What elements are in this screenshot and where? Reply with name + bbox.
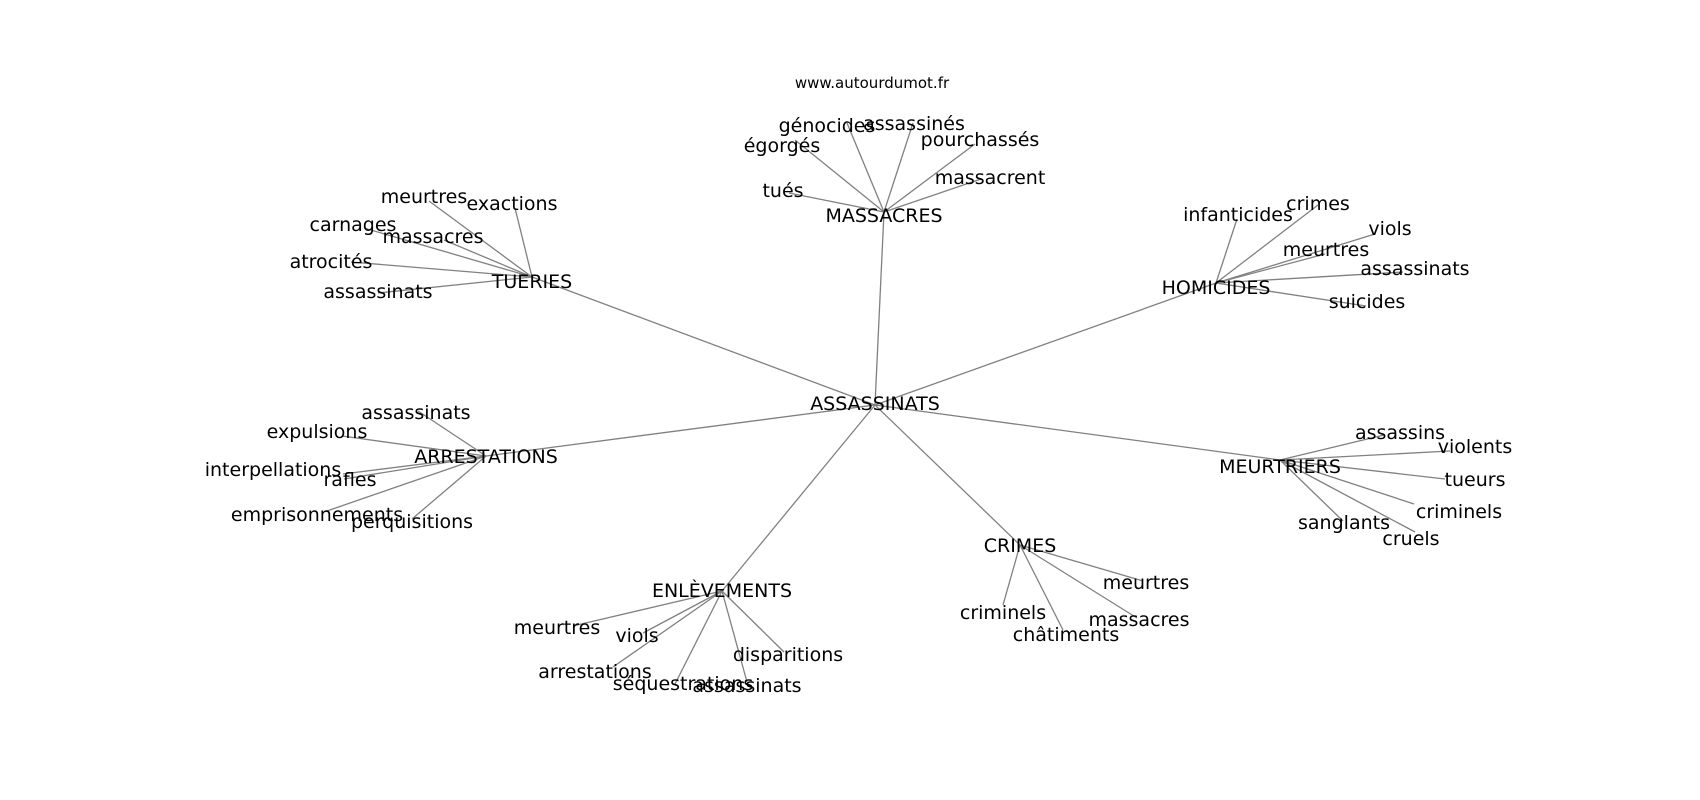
- hub-node[interactable]: ARRESTATIONS: [414, 446, 558, 468]
- leaf-node[interactable]: atrocités: [290, 251, 373, 273]
- edge-hub-leaf: [1215, 282, 1367, 307]
- edge-hub-leaf: [1279, 434, 1385, 461]
- center-node[interactable]: ASSASSINATS: [810, 393, 940, 415]
- edge-hub-leaf: [1279, 459, 1344, 522]
- edge-hub-leaf: [343, 455, 487, 480]
- edge-hub-leaf: [674, 590, 723, 685]
- edge-hub-leaf: [572, 590, 723, 627]
- edge-hub-leaf: [1215, 253, 1326, 284]
- graph-edges: [323, 122, 1451, 685]
- leaf-node[interactable]: meurtres: [381, 186, 467, 208]
- edge-hub-leaf: [1215, 218, 1238, 284]
- hub-node[interactable]: MASSACRES: [825, 205, 942, 227]
- edge-hub-leaf: [883, 143, 976, 213]
- edge-center-hub: [531, 276, 876, 406]
- edge-hub-leaf: [721, 590, 785, 653]
- leaf-node[interactable]: meurtres: [514, 617, 600, 639]
- leaf-node[interactable]: assassinats: [323, 281, 432, 303]
- edge-hub-leaf: [350, 261, 533, 278]
- leaf-node[interactable]: crimes: [1286, 193, 1350, 215]
- hub-node[interactable]: HOMICIDES: [1162, 277, 1271, 299]
- edge-hub-leaf: [411, 455, 487, 520]
- site-watermark[interactable]: www.autourdumot.fr: [795, 74, 950, 92]
- edge-hub-leaf: [1279, 459, 1416, 533]
- edge-center-hub: [874, 282, 1217, 406]
- edge-center-hub: [874, 404, 1021, 546]
- edge-hub-leaf: [363, 227, 533, 278]
- edge-hub-leaf: [1215, 204, 1319, 284]
- leaf-node[interactable]: égorgés: [744, 135, 821, 157]
- leaf-node[interactable]: suicides: [1329, 291, 1406, 313]
- leaf-node[interactable]: perquisitions: [351, 511, 473, 533]
- leaf-node[interactable]: cruels: [1382, 528, 1439, 550]
- leaf-node[interactable]: séquestrations: [613, 673, 753, 695]
- edge-center-hub: [874, 211, 885, 406]
- hub-node[interactable]: CRIMES: [984, 535, 1057, 557]
- leaf-node[interactable]: arrestations: [538, 661, 652, 683]
- leaf-node[interactable]: criminels: [1416, 501, 1502, 523]
- leaf-node[interactable]: meurtres: [1103, 572, 1189, 594]
- leaf-node[interactable]: emprisonnements: [231, 504, 403, 526]
- edge-hub-leaf: [1002, 544, 1021, 606]
- leaf-node[interactable]: châtiments: [1013, 624, 1119, 646]
- leaf-node[interactable]: tueurs: [1445, 469, 1506, 491]
- edge-hub-leaf: [1215, 271, 1404, 284]
- edge-hub-leaf: [1019, 544, 1138, 619]
- edge-hub-leaf: [1019, 544, 1144, 582]
- leaf-node[interactable]: massacres: [382, 226, 483, 248]
- leaf-node[interactable]: sanglants: [1298, 512, 1390, 534]
- edge-hub-leaf: [428, 200, 533, 278]
- edge-hub-leaf: [1279, 450, 1451, 461]
- edge-hub-leaf: [341, 435, 487, 457]
- leaf-node[interactable]: tués: [762, 180, 803, 202]
- edge-hub-leaf: [443, 239, 533, 278]
- leaf-node[interactable]: interpellations: [205, 459, 342, 481]
- edge-hub-leaf: [1279, 459, 1415, 505]
- edge-hub-leaf: [514, 207, 533, 278]
- edge-hub-leaf: [788, 192, 885, 213]
- leaf-node[interactable]: expulsions: [267, 421, 368, 443]
- leaf-node[interactable]: exactions: [467, 193, 558, 215]
- leaf-node[interactable]: violents: [1438, 436, 1513, 458]
- leaf-node[interactable]: assassinats: [692, 675, 801, 697]
- leaf-node[interactable]: viols: [1368, 218, 1411, 240]
- edge-hub-leaf: [1279, 459, 1446, 480]
- edge-hub-leaf: [342, 455, 487, 475]
- edge-hub-leaf: [1215, 233, 1376, 284]
- edge-hub-leaf: [377, 276, 533, 294]
- edge-hub-leaf: [883, 122, 914, 213]
- leaf-node[interactable]: génocides: [779, 115, 876, 137]
- leaf-node[interactable]: assassinés: [863, 113, 965, 135]
- edge-hub-leaf: [721, 590, 748, 683]
- edge-hub-leaf: [1019, 544, 1064, 631]
- edge-center-hub: [874, 404, 1281, 461]
- leaf-node[interactable]: pourchassés: [921, 129, 1040, 151]
- leaf-node[interactable]: infanticides: [1183, 204, 1293, 226]
- leaf-node[interactable]: assassinats: [1360, 258, 1469, 280]
- edge-center-hub: [485, 404, 876, 457]
- leaf-node[interactable]: carnages: [310, 214, 397, 236]
- leaf-node[interactable]: massacrent: [935, 167, 1046, 189]
- edge-hub-leaf: [642, 590, 723, 634]
- hub-node[interactable]: TUERIES: [491, 271, 572, 293]
- leaf-node[interactable]: criminels: [960, 602, 1046, 624]
- leaf-node[interactable]: viols: [615, 625, 658, 647]
- hub-node[interactable]: MEURTRIERS: [1219, 456, 1341, 478]
- leaf-node[interactable]: meurtres: [1283, 239, 1369, 261]
- leaf-node[interactable]: disparitions: [733, 644, 843, 666]
- leaf-node[interactable]: assassinats: [361, 402, 470, 424]
- edge-hub-leaf: [323, 455, 487, 513]
- edge-hub-leaf: [846, 122, 885, 213]
- edge-hub-leaf: [794, 139, 885, 213]
- edge-center-hub: [721, 404, 876, 592]
- edge-hub-leaf: [417, 410, 487, 457]
- hub-node[interactable]: ENLÈVEMENTS: [652, 579, 792, 602]
- leaf-node[interactable]: rafles: [323, 469, 376, 491]
- edge-hub-leaf: [612, 590, 723, 668]
- leaf-node[interactable]: massacres: [1088, 609, 1189, 631]
- graph-labels: www.autourdumot.fr ASSASSINATS MASSACRES é…: [205, 74, 1513, 697]
- edge-hub-leaf: [883, 178, 982, 213]
- leaf-node[interactable]: assassins: [1355, 422, 1445, 444]
